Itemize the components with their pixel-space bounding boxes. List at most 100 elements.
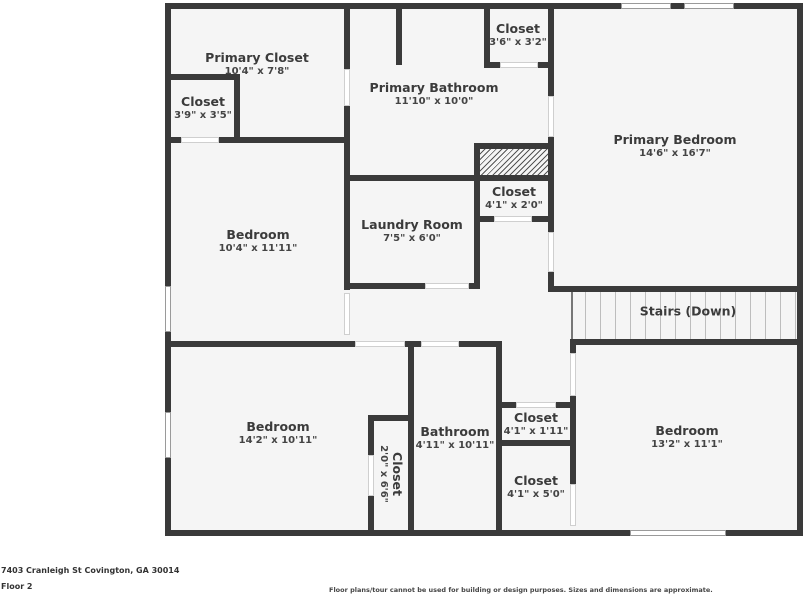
wall — [548, 3, 554, 96]
wall — [548, 272, 554, 292]
room-closet-1[interactable]: Closet 3'9" x 3'5" — [174, 94, 232, 122]
room-name: Closet — [390, 452, 405, 496]
stairs-graphic[interactable] — [571, 291, 797, 341]
wall — [170, 137, 350, 143]
window — [684, 3, 734, 9]
window — [621, 3, 671, 9]
wall — [459, 341, 502, 347]
room-bathroom[interactable]: Bathroom 4'11" x 10'11" — [416, 424, 495, 452]
room-name: Bedroom — [246, 419, 310, 434]
doorway[interactable] — [548, 96, 554, 137]
room-name: Laundry Room — [361, 217, 463, 232]
room-dimensions: 13'2" x 11'1" — [651, 439, 723, 450]
room-bedroom-2[interactable]: Bedroom 14'2" x 10'11" — [239, 419, 318, 447]
room-dimensions: 2'0" x 6'6" — [378, 445, 389, 503]
doorway[interactable] — [355, 341, 405, 347]
wall — [570, 339, 803, 345]
room-dimensions: 4'1" x 1'11" — [503, 426, 569, 437]
doorway[interactable] — [548, 232, 554, 272]
doorway[interactable] — [516, 402, 556, 408]
wall — [496, 341, 502, 536]
doorway[interactable] — [421, 341, 459, 347]
hatched-shaft — [480, 149, 548, 176]
wall — [368, 415, 414, 421]
wall — [570, 396, 576, 484]
doorway[interactable] — [344, 69, 350, 106]
room-closet-2[interactable]: Closet 3'6" x 3'2" — [489, 21, 547, 49]
wall — [170, 341, 355, 347]
room-dimensions: 3'9" x 3'5" — [174, 110, 232, 121]
room-name: Closet — [496, 21, 540, 36]
room-dimensions: 14'2" x 10'11" — [238, 435, 318, 446]
room-dimensions: 4'1" x 2'0" — [485, 200, 543, 211]
doorway[interactable] — [494, 216, 532, 222]
wall — [344, 175, 554, 181]
room-name: Primary Closet — [205, 50, 309, 65]
doorway[interactable] — [570, 353, 576, 396]
room-dimensions: 11'10" x 10'0" — [394, 96, 474, 107]
disclaimer-text: Floor plans/tour cannot be used for buil… — [329, 586, 713, 594]
wall — [548, 198, 554, 232]
wall-exterior-bottom — [165, 530, 803, 536]
room-dimensions: 10'4" x 7'8" — [224, 66, 290, 77]
wall — [570, 339, 576, 353]
doorway[interactable] — [344, 293, 350, 335]
room-name: Bathroom — [420, 424, 490, 439]
room-closet-5[interactable]: Closet 4'1" x 1'11" — [504, 410, 569, 438]
wall — [344, 283, 480, 289]
wall — [396, 3, 402, 65]
wall — [496, 440, 576, 446]
room-dimensions: 4'1" x 5'0" — [507, 489, 565, 500]
window — [630, 530, 726, 536]
wall — [234, 74, 240, 142]
doorway[interactable] — [425, 283, 469, 289]
wall-exterior-right — [797, 3, 803, 536]
room-name: Closet — [181, 94, 225, 109]
wall — [170, 74, 240, 80]
doorway[interactable] — [570, 484, 576, 526]
wall — [474, 143, 554, 149]
wall — [474, 143, 480, 289]
room-name: Bedroom — [655, 423, 719, 438]
room-stairs[interactable]: Stairs (Down) — [640, 304, 737, 319]
doorway[interactable] — [181, 137, 219, 143]
wall — [484, 3, 490, 67]
room-dimensions: 3'6" x 3'2" — [489, 37, 547, 48]
wall — [344, 106, 350, 290]
wall-exterior-left — [165, 3, 171, 536]
window — [165, 412, 171, 458]
wall — [344, 3, 350, 69]
window — [165, 286, 171, 332]
floor-area — [170, 8, 797, 532]
room-dimensions: 4'11" x 10'11" — [415, 440, 495, 451]
room-name: Primary Bathroom — [369, 80, 499, 95]
room-closet-6[interactable]: Closet 4'1" x 5'0" — [507, 473, 565, 501]
room-dimensions: 10'4" x 11'11" — [218, 243, 298, 254]
room-name: Primary Bedroom — [613, 132, 737, 147]
room-name: Bedroom — [226, 227, 290, 242]
room-closet-4[interactable]: Closet 2'0" x 6'6" — [377, 445, 405, 503]
room-dimensions: 7'5" x 6'0" — [383, 233, 441, 244]
stair-rail — [571, 291, 573, 341]
room-dimensions: 14'6" x 16'7" — [639, 148, 711, 159]
doorway[interactable] — [500, 62, 538, 68]
floor-label: Floor 2 — [1, 582, 33, 591]
room-name: Stairs (Down) — [639, 303, 737, 319]
wall — [548, 286, 803, 292]
wall — [368, 415, 374, 455]
room-primary-bedroom[interactable]: Primary Bedroom 14'6" x 16'7" — [613, 132, 736, 160]
doorway[interactable] — [368, 455, 374, 496]
room-closet-3[interactable]: Closet 4'1" x 2'0" — [485, 184, 543, 212]
room-primary-bathroom[interactable]: Primary Bathroom 11'10" x 10'0" — [370, 80, 499, 108]
room-primary-closet[interactable]: Primary Closet 10'4" x 7'8" — [205, 50, 309, 78]
room-laundry[interactable]: Laundry Room 7'5" x 6'0" — [361, 217, 463, 245]
room-bedroom-1[interactable]: Bedroom 10'4" x 11'11" — [219, 227, 298, 255]
address-label: 7403 Cranleigh St Covington, GA 30014 — [1, 566, 180, 575]
wall — [548, 137, 554, 198]
room-name: Closet — [514, 410, 558, 425]
wall — [368, 496, 374, 536]
room-bedroom-3[interactable]: Bedroom 13'2" x 11'1" — [651, 423, 723, 451]
room-name: Closet — [492, 184, 536, 199]
room-name: Closet — [514, 473, 558, 488]
